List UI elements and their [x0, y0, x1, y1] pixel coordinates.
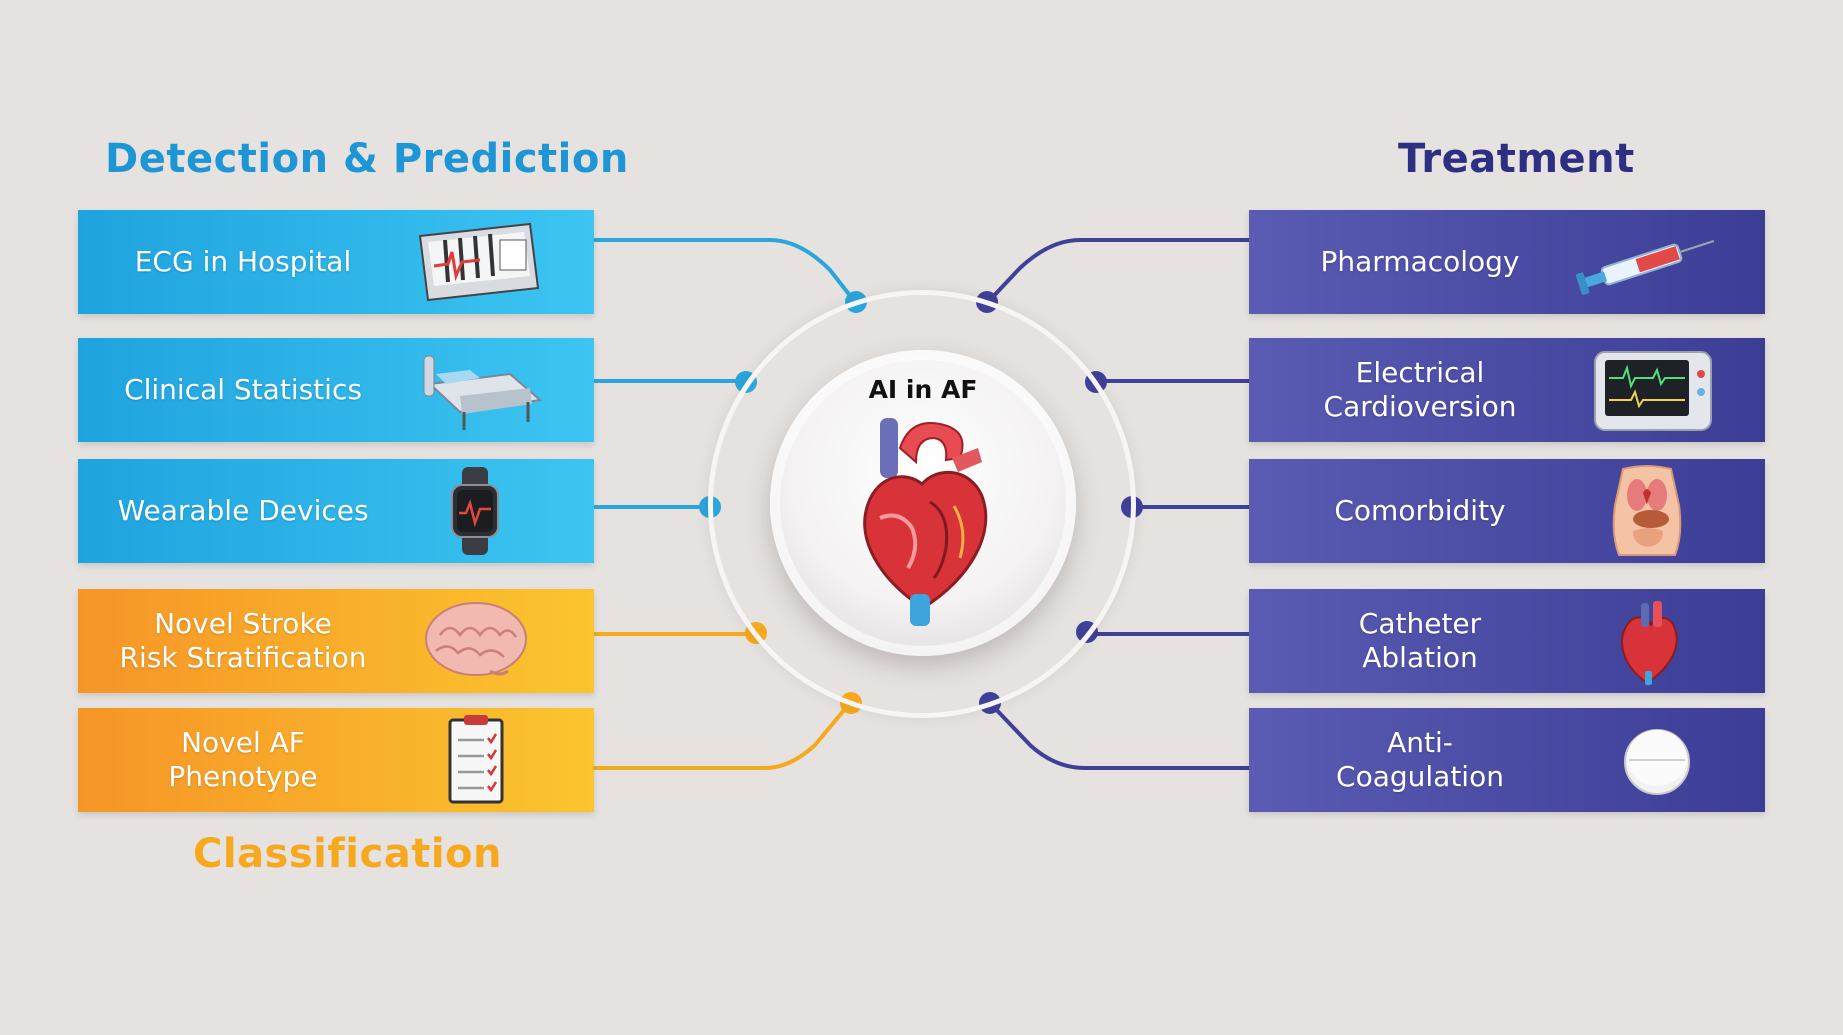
connector-phenotype — [594, 701, 852, 770]
card-label: Wearable Devices — [117, 494, 369, 527]
connector-pharmacology — [986, 238, 1249, 304]
card-label: Novel Stroke Risk Stratification — [119, 607, 367, 674]
center-ring — [708, 290, 1136, 718]
card-novel-stroke-risk: Novel Stroke Risk Stratification — [78, 589, 594, 693]
card-label: Catheter Ablation — [1358, 607, 1482, 674]
card-label: ECG in Hospital — [134, 245, 352, 278]
card-label: Clinical Statistics — [124, 373, 362, 406]
card-pharmacology: Pharmacology — [1249, 210, 1765, 314]
card-label: Comorbidity — [1334, 494, 1506, 527]
card-catheter-ablation: Catheter Ablation — [1249, 589, 1765, 693]
treatment-title: Treatment — [1398, 136, 1635, 182]
clipboard-checklist-icon — [448, 715, 504, 804]
smartwatch-icon — [451, 467, 499, 555]
detection-prediction-title: Detection & Prediction — [105, 136, 629, 182]
card-label: Novel AF Phenotype — [168, 726, 318, 793]
card-ecg-in-hospital: ECG in Hospital — [78, 210, 594, 314]
ecg-machine-icon — [418, 222, 540, 302]
small-heart-icon — [1620, 601, 1678, 685]
defibrillator-monitor-icon — [1594, 351, 1712, 431]
card-label: Electrical Cardioversion — [1323, 356, 1517, 423]
card-electrical-cardioversion: Electrical Cardioversion — [1249, 338, 1765, 442]
card-label: Anti- Coagulation — [1336, 726, 1504, 793]
syringe-icon — [1575, 240, 1715, 295]
card-comorbidity: Comorbidity — [1249, 459, 1765, 563]
heart-icon — [863, 418, 988, 626]
hospital-bed-icon — [423, 355, 543, 430]
connector-anticoagulation — [988, 701, 1249, 770]
classification-title: Classification — [193, 831, 502, 877]
card-clinical-statistics: Clinical Statistics — [78, 338, 594, 442]
card-novel-af-phenotype: Novel AF Phenotype — [78, 708, 594, 812]
brain-icon — [425, 602, 527, 676]
pill-tablet-icon — [1624, 729, 1690, 795]
card-wearable-devices: Wearable Devices — [78, 459, 594, 563]
card-label: Pharmacology — [1320, 245, 1520, 278]
human-torso-organs-icon — [1612, 465, 1682, 556]
connector-ecg — [594, 238, 857, 304]
card-anti-coagulation: Anti- Coagulation — [1249, 708, 1765, 812]
center-title: AI in AF — [868, 375, 978, 404]
